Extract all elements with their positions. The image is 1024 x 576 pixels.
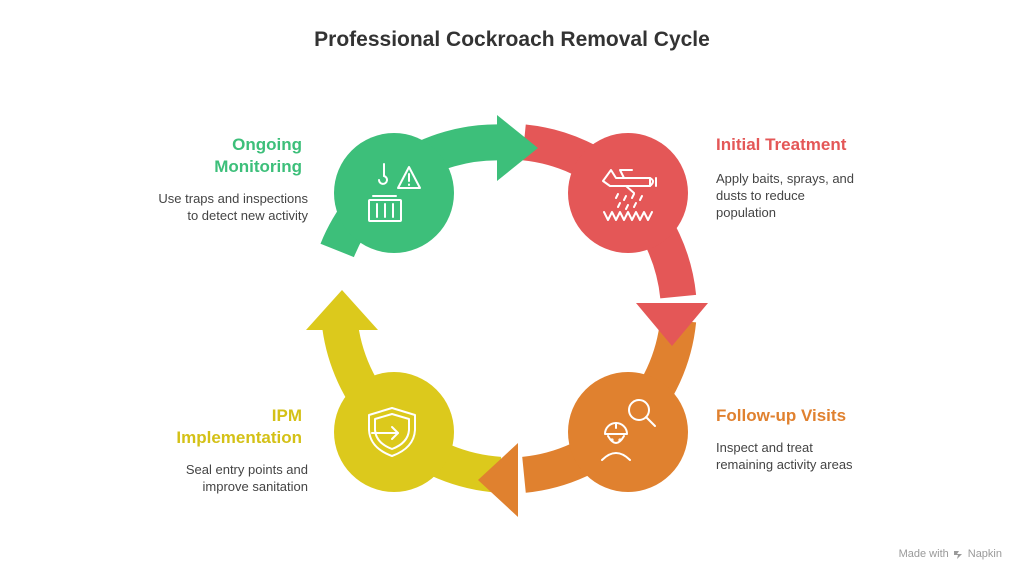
stage-title-line: Monitoring	[214, 157, 302, 176]
stage-desc-ongoing-monitoring: Use traps and inspections to detect new …	[110, 190, 308, 224]
stage-title-line: Follow-up Visits	[716, 406, 847, 425]
stage-desc-ipm-implementation: Seal entry points and improve sanitation	[110, 461, 308, 495]
cycle-arrow-yellow	[306, 290, 378, 330]
cycle-arrow-red	[636, 303, 708, 346]
made-with-text: Made with	[898, 548, 949, 560]
cycle-arrow-green	[497, 115, 538, 181]
stage-circle-ongoing-monitoring	[334, 133, 454, 253]
stage-desc-line: dusts to reduce	[716, 188, 805, 203]
stage-desc-line: Seal entry points and	[185, 462, 308, 477]
stage-title-line: IPM	[271, 406, 302, 425]
stage-title-line: Initial Treatment	[716, 135, 847, 154]
footer-attribution[interactable]: Made with Napkin	[899, 548, 1002, 560]
stage-title-ongoing-monitoring: Ongoing Monitoring	[150, 134, 302, 178]
shield-enter-icon	[368, 407, 416, 457]
page-title: Professional Cockroach Removal Cycle	[314, 28, 710, 51]
stage-desc-line: Use traps and inspections	[158, 191, 308, 206]
stage-desc-initial-treatment: Apply baits, sprays, and dusts to reduce…	[716, 170, 916, 221]
stage-desc-follow-up-visits: Inspect and treat remaining activity are…	[716, 439, 936, 473]
stage-title-line: Implementation	[176, 428, 302, 447]
stage-desc-line: to detect new activity	[187, 208, 308, 223]
spray-plane-icon	[602, 169, 657, 221]
stage-title-initial-treatment: Initial Treatment	[716, 134, 936, 156]
stage-circle-initial-treatment	[568, 133, 688, 253]
stage-desc-line: remaining activity areas	[716, 457, 853, 472]
stage-title-ipm-implementation: IPM Implementation	[120, 405, 302, 449]
stage-desc-line: Inspect and treat	[716, 440, 813, 455]
stage-desc-line: Apply baits, sprays, and	[716, 171, 855, 186]
stage-desc-line: improve sanitation	[202, 479, 309, 494]
stage-desc-line: population	[716, 205, 776, 220]
trap-warning-icon	[368, 163, 421, 222]
cycle-arrow-orange	[478, 443, 518, 517]
inspector-magnifier-icon	[601, 399, 656, 461]
napkin-brand-text: Napkin	[967, 548, 1002, 560]
napkin-logo-icon	[953, 550, 962, 559]
stage-title-line: Ongoing	[232, 135, 302, 154]
stage-circle-follow-up-visits	[568, 372, 688, 492]
stage-title-follow-up-visits: Follow-up Visits	[716, 405, 936, 427]
